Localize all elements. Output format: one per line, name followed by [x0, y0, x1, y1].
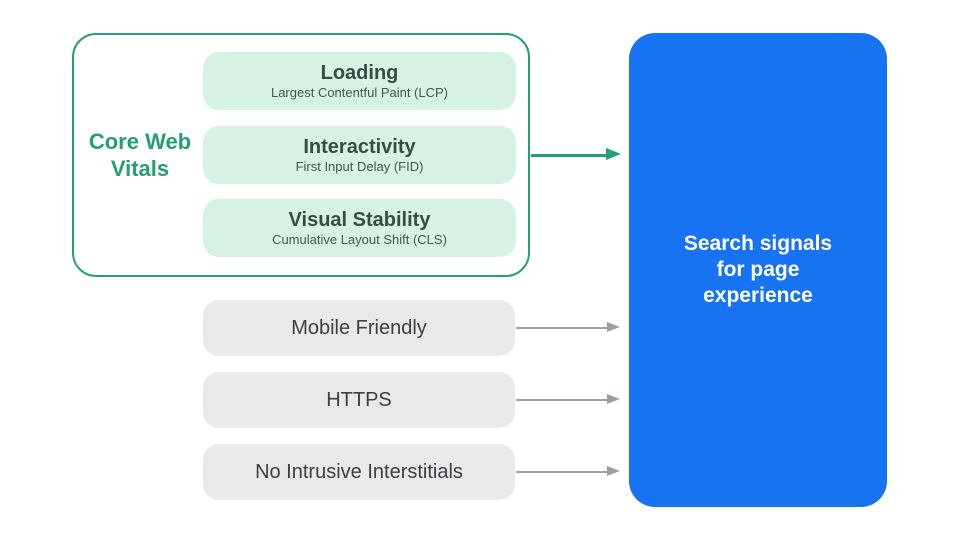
vital-title-loading: Loading: [320, 62, 399, 84]
arrow-head: [607, 322, 620, 332]
arrow-line: [516, 327, 608, 329]
vital-card-visual-stability: Visual Stability Cumulative Layout Shift…: [203, 199, 516, 257]
arrow-line: [516, 471, 608, 473]
vital-subtitle-fid: First Input Delay (FID): [295, 159, 424, 174]
vital-card-loading: Loading Largest Contentful Paint (LCP): [203, 52, 516, 110]
vital-title-visual-stability: Visual Stability: [288, 209, 431, 231]
search-signals-label: Search signals for page experience: [683, 232, 833, 307]
signal-card-https: HTTPS: [203, 372, 515, 428]
core-web-vitals-label: Core Web Vitals: [88, 129, 192, 181]
arrow-line: [531, 153, 607, 157]
arrow-head: [606, 148, 621, 160]
vital-title-interactivity: Interactivity: [303, 136, 416, 158]
search-signals-result-box: Search signals for page experience: [629, 33, 887, 507]
signal-card-no-intrusive-interstitials: No Intrusive Interstitials: [203, 444, 515, 500]
arrow-head: [607, 394, 620, 404]
signal-label-no-intrusive-interstitials: No Intrusive Interstitials: [255, 461, 463, 483]
signal-label-https: HTTPS: [326, 389, 392, 411]
vital-card-interactivity: Interactivity First Input Delay (FID): [203, 126, 516, 184]
vital-subtitle-lcp: Largest Contentful Paint (LCP): [270, 85, 449, 100]
vital-subtitle-cls: Cumulative Layout Shift (CLS): [272, 232, 447, 247]
signal-label-mobile-friendly: Mobile Friendly: [291, 317, 427, 339]
signal-card-mobile-friendly: Mobile Friendly: [203, 300, 515, 356]
arrow-line: [516, 399, 608, 401]
arrow-head: [607, 466, 620, 476]
